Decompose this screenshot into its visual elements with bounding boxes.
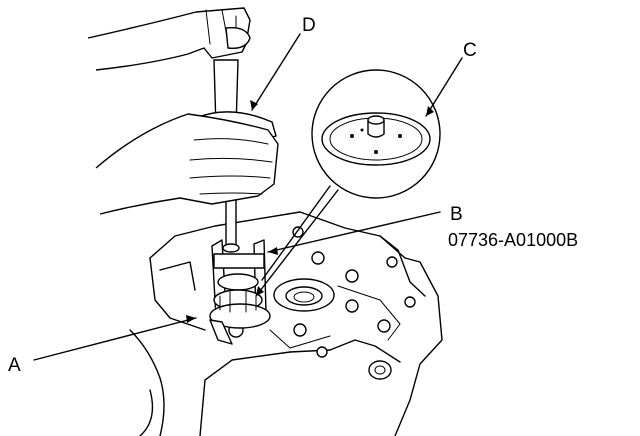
callout-d: D (302, 15, 316, 36)
callout-b: B (450, 204, 463, 225)
callout-c: C (463, 40, 477, 61)
bearing-detail-circle (311, 69, 441, 199)
callout-a: A (8, 355, 21, 376)
leader-lines (33, 33, 463, 361)
upper-hand (87, 7, 251, 71)
transmission-housing (129, 211, 443, 436)
bearing-puller-tool (209, 239, 271, 345)
lower-hand (95, 113, 279, 215)
callout-b-part-number: 07736-A01000B (448, 230, 578, 250)
